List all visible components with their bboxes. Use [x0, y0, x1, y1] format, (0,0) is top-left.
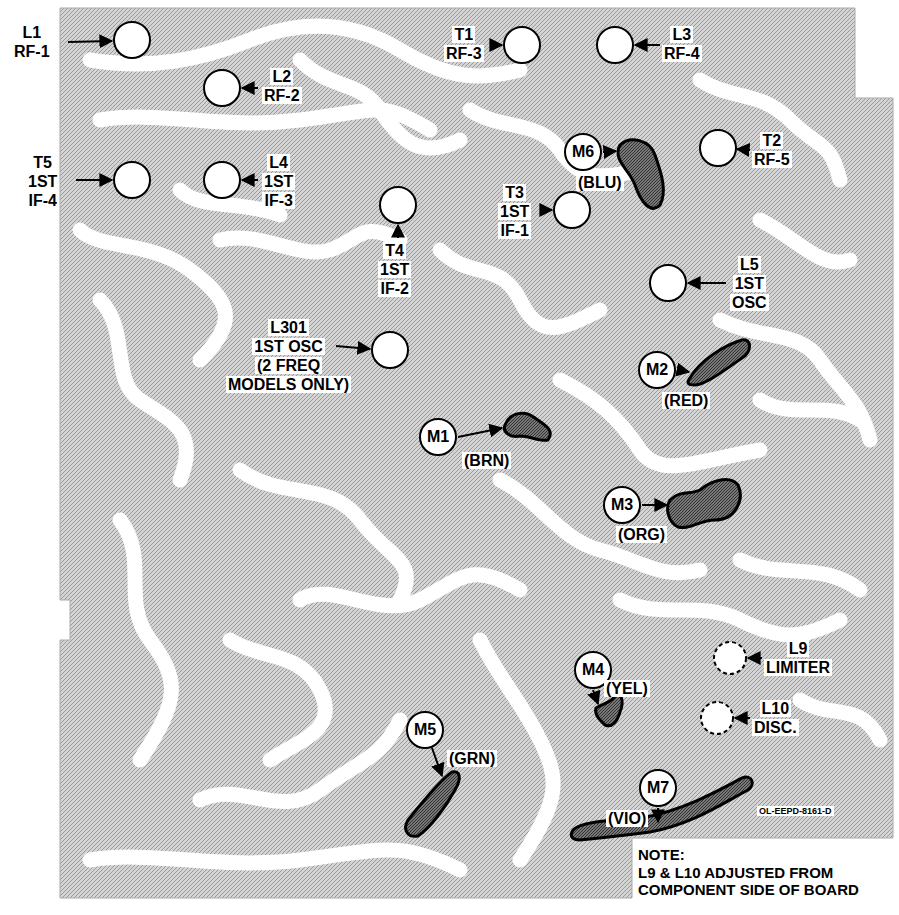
- leader-arrow: [242, 179, 258, 181]
- callout-number: M6: [572, 143, 594, 161]
- label-block: (BRN): [462, 452, 511, 471]
- label-block: OL-EEPD-8161-D: [757, 806, 834, 817]
- label-block: (YEL): [604, 680, 650, 699]
- part-name: T2 RF-5: [752, 132, 792, 168]
- board-outline: [60, 8, 893, 898]
- part-name: L9 LIMITER: [764, 640, 832, 676]
- part-name: L5 1ST OSC: [730, 256, 769, 311]
- leader-arrow: [432, 748, 442, 776]
- label-block: (RED): [662, 392, 710, 411]
- color-code: (BRN): [462, 452, 511, 469]
- label-block: (GRN): [447, 750, 497, 769]
- leader-arrow: [635, 44, 660, 46]
- part-name: L2 RF-2: [262, 68, 302, 104]
- part-name: T1 RF-3: [444, 26, 484, 62]
- callout-circle: M5: [406, 711, 444, 749]
- leader-arrow: [679, 370, 689, 372]
- leader-arrow: [603, 151, 616, 152]
- callout-number: M1: [427, 428, 449, 446]
- part-name: T4 1ST IF-2: [378, 242, 411, 297]
- copper-gaps: [80, 26, 880, 870]
- part-name: L1 RF-1: [12, 24, 52, 60]
- note-text: NOTE: L9 & L10 ADJUSTED FROM COMPONENT S…: [636, 846, 861, 898]
- callout-circle: M1: [419, 418, 457, 456]
- label-block: L2 RF-2: [262, 68, 302, 106]
- label-block: T2 RF-5: [752, 132, 792, 170]
- color-code: (RED): [662, 392, 710, 409]
- leader-arrow: [336, 346, 370, 349]
- leader-arrow: [496, 44, 502, 46]
- leader-arrow: [748, 657, 762, 659]
- part-name: L3 RF-4: [662, 26, 702, 62]
- leader-arrow: [688, 282, 726, 284]
- leader-arrow: [540, 209, 552, 211]
- part-name: T5 1ST IF-4: [26, 154, 59, 209]
- color-code: (YEL): [604, 680, 650, 697]
- leader-arrow: [397, 225, 399, 238]
- adjust-pads: [406, 140, 753, 840]
- label-block: (ORG): [616, 526, 667, 545]
- label-block: L4 1ST IF-3: [262, 154, 295, 211]
- callout-number: M2: [646, 361, 668, 379]
- color-code: (VIO): [606, 810, 648, 827]
- label-block: L3 RF-4: [662, 26, 702, 64]
- callout-number: M3: [611, 496, 633, 514]
- label-block: T4 1ST IF-2: [378, 242, 411, 299]
- label-block: L9 LIMITER: [764, 640, 832, 678]
- label-block: (VIO): [606, 810, 648, 829]
- callout-circle: M7: [639, 769, 677, 807]
- callout-number: M5: [414, 721, 436, 739]
- color-code: (BLU): [576, 174, 624, 191]
- leader-arrow: [76, 179, 112, 181]
- leader-arrow: [657, 808, 659, 822]
- part-name: OL-EEPD-8161-D: [757, 806, 834, 816]
- callout-circle: M2: [638, 351, 676, 389]
- leader-arrow: [68, 41, 112, 42]
- leader-arrow: [458, 428, 502, 437]
- part-name: L10 DISC.: [752, 700, 799, 736]
- label-block: L301 1ST OSC (2 FREQ MODELS ONLY): [226, 319, 351, 395]
- label-block: L5 1ST OSC: [730, 256, 769, 313]
- leader-arrow: [737, 149, 750, 150]
- callout-circle: M6: [564, 133, 602, 171]
- part-name: T3 1ST IF-1: [498, 184, 531, 239]
- leader-arrow: [735, 717, 750, 719]
- leader-arrow: [593, 690, 598, 704]
- adjust-slugs: [114, 22, 746, 734]
- leader-arrow: [242, 87, 258, 89]
- part-name: L301 1ST OSC (2 FREQ MODELS ONLY): [226, 319, 351, 393]
- label-block: T1 RF-3: [444, 26, 484, 64]
- label-block: T3 1ST IF-1: [498, 184, 531, 241]
- part-name: L4 1ST IF-3: [262, 154, 295, 209]
- color-code: (GRN): [447, 750, 497, 767]
- label-block: L1 RF-1: [12, 24, 52, 62]
- leader-arrow: [642, 504, 667, 506]
- label-block: L10 DISC.: [752, 700, 799, 738]
- label-block: (BLU): [576, 174, 624, 193]
- color-code: (ORG): [616, 526, 667, 543]
- label-block: T5 1ST IF-4: [26, 154, 59, 211]
- callout-circle: M3: [603, 486, 641, 524]
- callout-number: M4: [582, 661, 604, 679]
- callout-number: M7: [647, 779, 669, 797]
- label-block: NOTE: L9 & L10 ADJUSTED FROM COMPONENT S…: [636, 846, 861, 899]
